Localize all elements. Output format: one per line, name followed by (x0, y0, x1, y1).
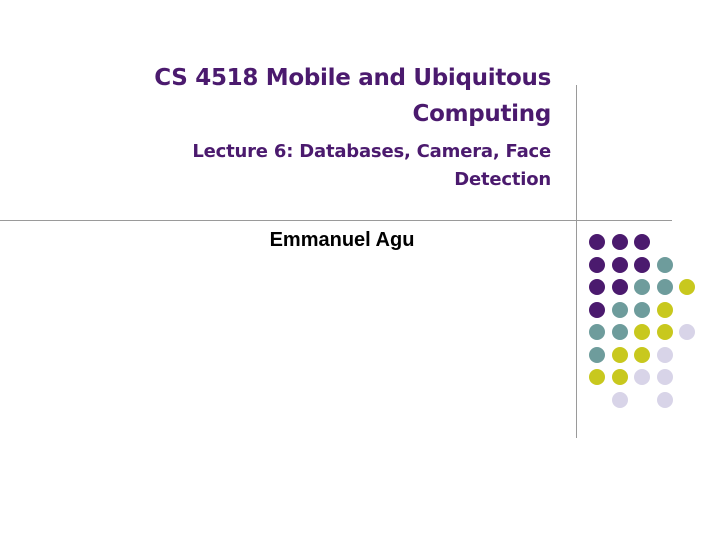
author-name: Emmanuel Agu (269, 229, 415, 251)
title-block: CS 4518 Mobile and Ubiquitous Computing … (110, 60, 551, 194)
decorative-dot (656, 324, 673, 340)
decorative-dot (634, 234, 650, 250)
decorative-dot (589, 256, 605, 273)
decorative-dot (611, 256, 628, 273)
decorative-dot (656, 256, 673, 273)
slide-title: CS 4518 Mobile and Ubiquitous Computing (154, 65, 551, 127)
decorative-dot (611, 234, 628, 250)
decorative-dot (589, 346, 605, 363)
decorative-dot (634, 301, 650, 318)
decorative-dot (589, 324, 605, 340)
decorative-dot (634, 256, 650, 273)
slide-subtitle: Lecture 6: Databases, Camera, Face Detec… (192, 141, 551, 190)
decorative-dot (634, 369, 650, 385)
horizontal-divider (0, 220, 672, 221)
decorative-dot (679, 324, 695, 340)
decorative-dot (656, 279, 673, 295)
decorative-dot (611, 346, 628, 363)
decorative-dot (656, 301, 673, 318)
decorative-dot (611, 324, 628, 340)
decorative-dot (634, 324, 650, 340)
vertical-divider (576, 85, 577, 438)
decorative-dot (589, 301, 605, 318)
decorative-dot (611, 391, 628, 408)
decorative-dot (679, 279, 695, 295)
decorative-dot (656, 369, 673, 385)
decorative-dot (589, 279, 605, 295)
decorative-dot (611, 301, 628, 318)
decorative-dot-grid (589, 234, 699, 410)
decorative-dot (589, 234, 605, 250)
decorative-dot (611, 369, 628, 385)
decorative-dot (656, 346, 673, 363)
decorative-dot (634, 346, 650, 363)
decorative-dot (656, 391, 673, 408)
decorative-dot (634, 279, 650, 295)
decorative-dot (589, 369, 605, 385)
decorative-dot (611, 279, 628, 295)
